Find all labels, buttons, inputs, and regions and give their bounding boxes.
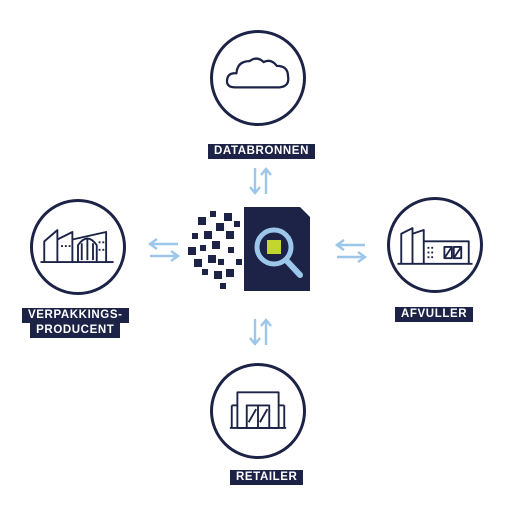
arrows-top bbox=[247, 164, 273, 198]
databronnen-node bbox=[210, 30, 306, 126]
arrows-left bbox=[146, 235, 182, 265]
chip-core bbox=[267, 240, 281, 254]
afvuller-node bbox=[387, 197, 483, 293]
retailer-label: RETAILER bbox=[230, 470, 304, 485]
label-line-2: PRODUCENT bbox=[30, 323, 121, 338]
pixel-particles bbox=[188, 211, 242, 289]
verpakkingsproducent-node bbox=[30, 199, 126, 295]
afvuller-label: AFVULLER bbox=[395, 307, 474, 322]
label-line-1: VERPAKKINGS- bbox=[22, 308, 129, 323]
retailer-node bbox=[210, 363, 306, 459]
arrows-bottom bbox=[247, 315, 273, 349]
warehouse-icon bbox=[397, 227, 473, 265]
digital-search-chip-icon bbox=[188, 203, 318, 295]
magnifier-handle bbox=[283, 257, 303, 278]
store-icon bbox=[229, 391, 287, 429]
cloud-icon bbox=[225, 57, 290, 89]
databronnen-label: DATABRONNEN bbox=[208, 144, 315, 159]
arrows-right bbox=[333, 236, 369, 266]
factory-icon bbox=[40, 229, 114, 263]
verpakkingsproducent-label: VERPAKKINGS- PRODUCENT bbox=[22, 308, 129, 338]
